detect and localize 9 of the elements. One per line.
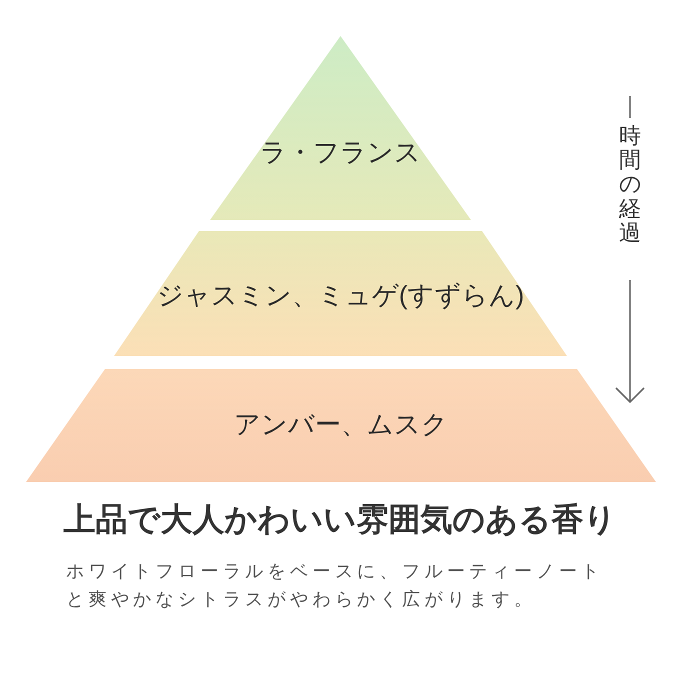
time-axis-label: 時間の経過 [619, 124, 641, 245]
pyramid-tier [210, 36, 471, 220]
pyramid-tier [114, 231, 567, 356]
description: ホワイトフローラルをベースに、フルーティーノートと爽やかなシトラスがやわらかく広がります。 [66, 560, 605, 611]
pyramid-tier [26, 369, 656, 482]
tier-label: アンバー、ムスク [234, 408, 448, 441]
tier-label: ジャスミン、ミュゲ(すずらん) [156, 279, 524, 312]
heading: 上品で大人かわいい雰囲気のある香り [64, 500, 616, 539]
tier-label: ラ・フランス [260, 136, 421, 169]
